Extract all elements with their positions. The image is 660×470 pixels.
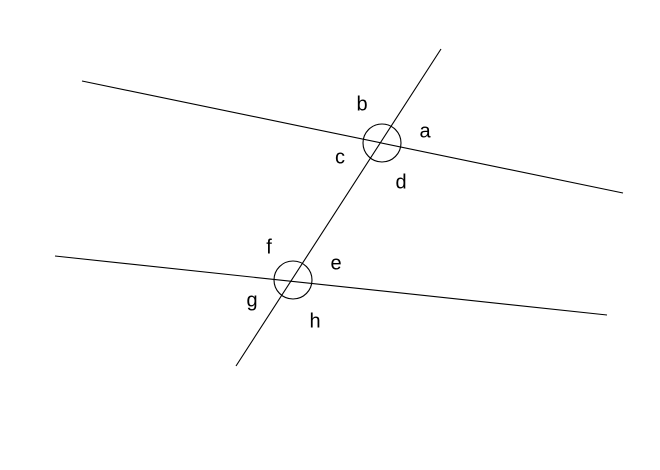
angle-label-g: g [246, 289, 257, 311]
lower-intersection-circle [273, 260, 313, 300]
upper-line [81, 80, 624, 194]
angle-label-b: b [356, 93, 367, 115]
angle-label-a: a [419, 120, 431, 142]
lower-line [54, 255, 608, 316]
angle-label-f: f [266, 236, 272, 258]
angle-label-d: d [395, 171, 406, 193]
angle-label-e: e [330, 252, 341, 274]
angle-label-c: c [335, 146, 345, 168]
transversal-line [235, 48, 442, 367]
upper-intersection-circle [362, 123, 402, 163]
angle-label-h: h [309, 310, 320, 332]
